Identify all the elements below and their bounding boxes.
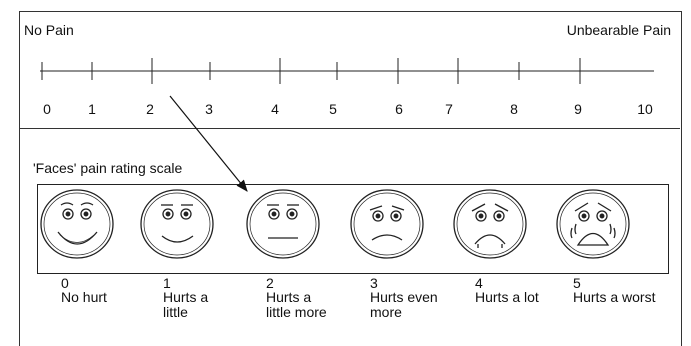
face-number-5: 5 — [573, 275, 581, 291]
tick-label-7: 7 — [445, 101, 453, 117]
tick-label-10: 10 — [637, 101, 653, 117]
face-1-smile-icon — [140, 189, 214, 259]
tick-label-5: 5 — [329, 101, 337, 117]
face-0-big-smile-icon — [40, 189, 114, 259]
face-number-3: 3 — [370, 275, 378, 291]
faces-scale-title: 'Faces' pain rating scale — [33, 160, 183, 176]
no-pain-label: No Pain — [24, 22, 74, 38]
tick-label-3: 3 — [205, 101, 213, 117]
tick-label-2: 2 — [146, 101, 154, 117]
tick-label-8: 8 — [510, 101, 518, 117]
tick-label-1: 1 — [88, 101, 96, 117]
face-description-2: Hurts a little more — [266, 289, 327, 320]
tick-label-9: 9 — [574, 101, 582, 117]
unbearable-pain-label: Unbearable Pain — [566, 22, 671, 38]
tick-label-0: 0 — [43, 101, 51, 117]
face-number-4: 4 — [475, 275, 483, 291]
tick-label-6: 6 — [395, 101, 403, 117]
face-description-1: Hurts a little — [163, 289, 209, 320]
faces-section-frame — [19, 128, 680, 346]
face-description-0: No hurt — [61, 289, 107, 305]
face-2-neutral-icon — [246, 189, 320, 259]
face-4-frown-icon — [453, 189, 527, 259]
face-number-2: 2 — [266, 275, 274, 291]
tick-label-4: 4 — [271, 101, 279, 117]
face-description-4: Hurts a lot — [475, 289, 539, 305]
faces-box — [37, 184, 669, 274]
face-5-crying-icon — [556, 189, 630, 259]
face-description-5: Hurts a worst — [573, 289, 656, 305]
face-number-0: 0 — [61, 275, 69, 291]
pointer-arrow — [169, 95, 248, 192]
face-3-slight-frown-icon — [350, 189, 424, 259]
outer-frame — [19, 11, 682, 346]
face-description-3: Hurts even more — [370, 289, 438, 320]
face-number-1: 1 — [163, 275, 171, 291]
